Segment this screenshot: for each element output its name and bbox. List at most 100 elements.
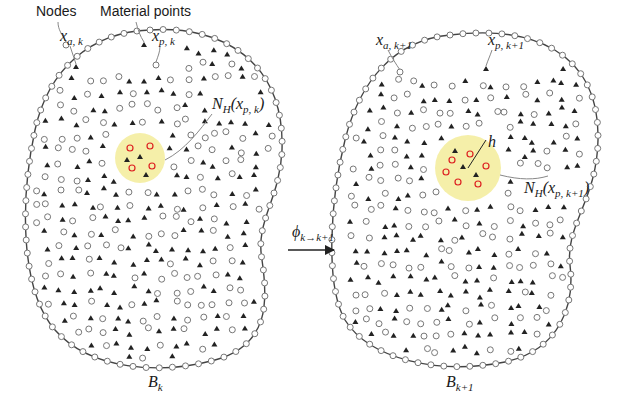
material-point (476, 221, 482, 226)
material-point (88, 288, 94, 293)
material-point (376, 280, 382, 285)
material-point (251, 299, 257, 304)
material-point (184, 341, 190, 346)
material-point (71, 95, 77, 100)
material-point (131, 283, 137, 288)
grid-node (225, 73, 231, 79)
material-point (522, 154, 528, 159)
boundary-node (23, 224, 29, 230)
material-point (144, 346, 150, 351)
grid-node (89, 298, 95, 304)
material-point (237, 275, 243, 280)
subscript-text: p, k+1 (495, 39, 524, 51)
material-point (170, 133, 176, 138)
material-point (97, 255, 103, 260)
material-point (423, 277, 429, 282)
boundary-node (24, 250, 30, 256)
material-point (462, 344, 468, 349)
grid-node (145, 190, 151, 196)
material-point (44, 162, 50, 167)
boundary-node (591, 171, 597, 177)
boundary-node (567, 258, 573, 264)
grid-node (405, 207, 411, 213)
boundary-node (506, 358, 512, 364)
grid-node (230, 204, 236, 210)
body-label: Bk (148, 374, 163, 393)
grid-node (227, 285, 233, 291)
boundary-node (363, 86, 369, 92)
material-point (126, 78, 132, 83)
grid-node (501, 109, 507, 115)
material-point (530, 279, 536, 284)
material-point (71, 232, 77, 237)
grid-node (463, 223, 469, 229)
material-point (474, 277, 480, 282)
material-point (241, 313, 247, 318)
grid-node (174, 298, 180, 304)
boundary-node (49, 324, 55, 330)
grid-node (522, 289, 528, 295)
material-point (352, 319, 358, 324)
material-point (223, 220, 229, 225)
grid-node (421, 107, 427, 113)
material-point (244, 219, 250, 224)
grid-node (462, 97, 468, 103)
grid-node (503, 84, 509, 90)
material-point (62, 318, 68, 323)
material-point (477, 294, 483, 299)
material-point (228, 119, 234, 124)
boundary-node (199, 31, 205, 37)
boundary-node (108, 34, 114, 40)
material-point (509, 279, 515, 284)
grid-node (576, 95, 582, 101)
label-text: x (152, 27, 159, 44)
material-point (394, 248, 400, 253)
grid-node (101, 120, 107, 126)
boundary-node (31, 132, 37, 138)
grid-node (70, 313, 76, 319)
material-point (172, 191, 178, 196)
grid-node (353, 308, 359, 314)
material-point (75, 164, 81, 169)
grid-node (167, 261, 173, 267)
material-point (215, 313, 221, 318)
boundary-node (23, 198, 29, 204)
material-point (504, 94, 510, 99)
grid-node (377, 162, 383, 168)
material-point (487, 287, 493, 292)
boundary-node (356, 97, 362, 103)
material-point (508, 329, 514, 334)
material-point (410, 333, 416, 338)
material-point (73, 245, 79, 250)
grid-node (449, 83, 455, 89)
material-point (395, 196, 401, 201)
material-point (533, 207, 539, 212)
grid-node (167, 77, 173, 83)
material-point (518, 111, 524, 116)
material-point (446, 98, 452, 103)
grid-node (223, 158, 229, 164)
material-point (167, 145, 173, 150)
boundary-node (569, 61, 575, 67)
subscript-text: H (223, 103, 231, 115)
material-point (126, 354, 132, 359)
material-point (115, 218, 121, 223)
material-point (545, 204, 551, 209)
grid-node (548, 292, 554, 298)
grid-node (158, 231, 164, 237)
grid-node (100, 330, 106, 336)
boundary-node (568, 271, 574, 277)
boundary-node (329, 263, 335, 269)
material-point (516, 346, 522, 351)
label-text: ϕ (292, 223, 300, 240)
boundary-node (578, 71, 584, 77)
material-point (154, 192, 160, 197)
material-point (382, 224, 388, 229)
legend-label: Material points (100, 4, 191, 18)
material-point (404, 247, 410, 252)
grid-node (521, 84, 527, 90)
material-point (365, 274, 371, 279)
grid-node (446, 248, 452, 254)
material-point (361, 139, 367, 144)
material-point (210, 164, 216, 169)
